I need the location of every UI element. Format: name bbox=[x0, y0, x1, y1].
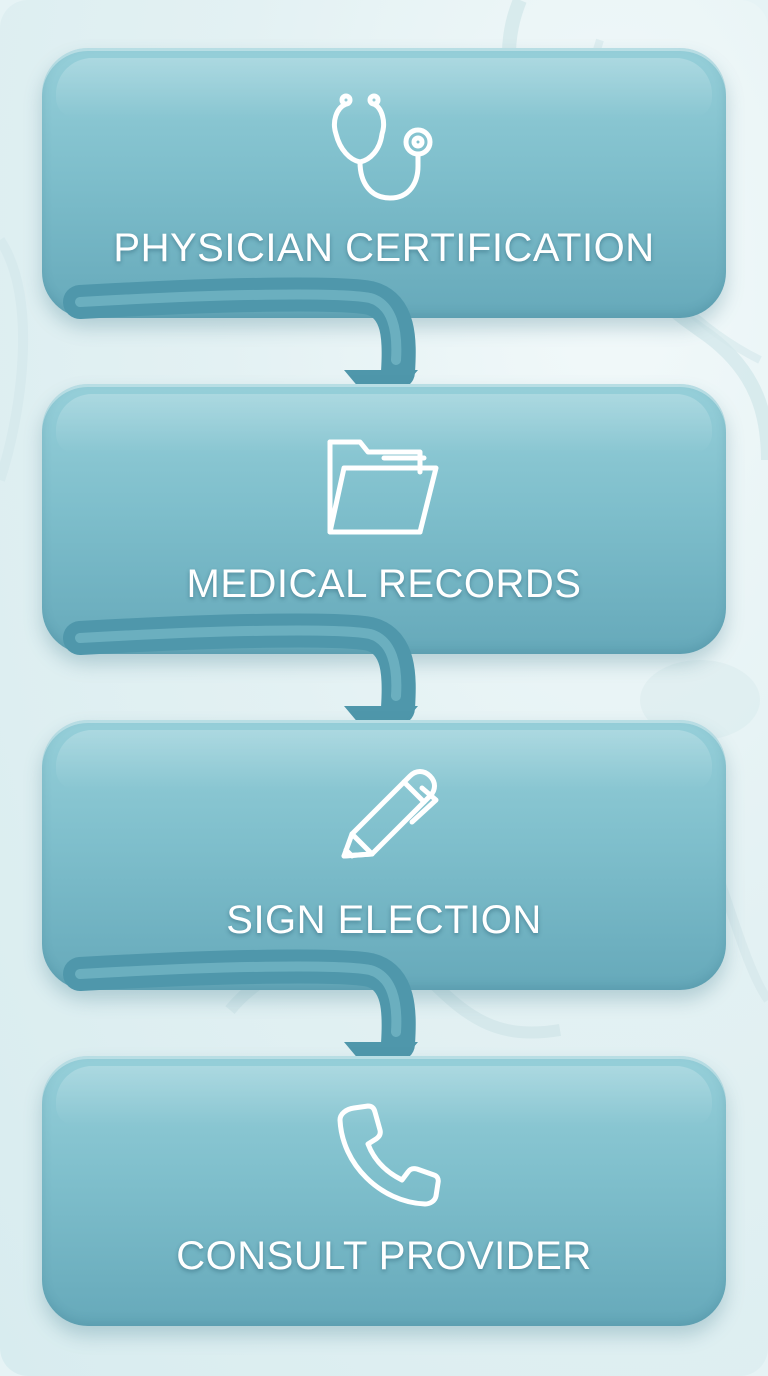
step-label: SIGN ELECTION bbox=[226, 898, 542, 942]
phone-icon bbox=[324, 1100, 444, 1216]
step-physician-certification: PHYSICIAN CERTIFICATION bbox=[42, 48, 726, 318]
folder-icon bbox=[324, 428, 444, 544]
step-label: CONSULT PROVIDER bbox=[176, 1234, 592, 1278]
step-medical-records: MEDICAL RECORDS bbox=[42, 384, 726, 654]
step-consult-provider: CONSULT PROVIDER bbox=[42, 1056, 726, 1326]
step-sign-election: SIGN ELECTION bbox=[42, 720, 726, 990]
step-label: PHYSICIAN CERTIFICATION bbox=[113, 226, 655, 270]
pen-icon bbox=[324, 764, 444, 880]
step-label: MEDICAL RECORDS bbox=[186, 562, 582, 606]
stethoscope-icon bbox=[324, 92, 444, 208]
